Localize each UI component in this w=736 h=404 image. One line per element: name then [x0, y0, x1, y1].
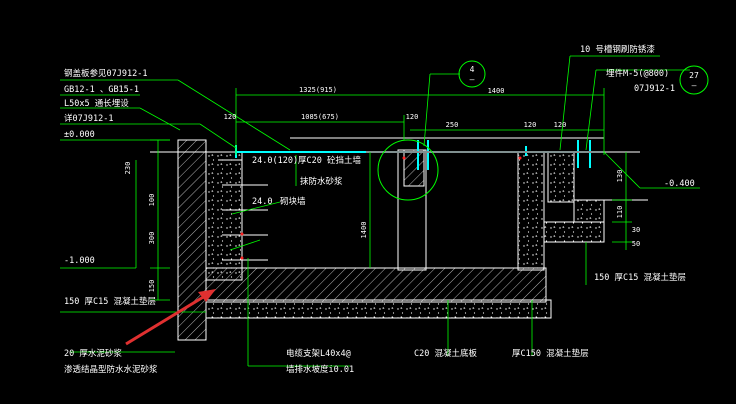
- left-concrete-wall: [205, 151, 243, 281]
- label-wall: 厚C20 砼挡土墙: [298, 155, 361, 166]
- label-drain: 墙排水坡度i0.01: [286, 364, 354, 375]
- callout-circle-4: [458, 60, 486, 88]
- label-cushion-right2: 150 厚C15 混凝土垫层: [594, 272, 686, 283]
- dim-300: 300: [148, 232, 156, 245]
- label-elev-right: -0.400: [664, 179, 695, 189]
- label-cushion-right: 厚C150 混凝土垫层: [512, 348, 589, 359]
- label-detail-ref: 详07J912-1: [64, 113, 113, 124]
- left-soil-wall: [177, 139, 207, 341]
- callout-4-sub: —: [470, 75, 475, 84]
- right-trench-slab: [573, 199, 605, 223]
- base-cushion: [205, 299, 552, 319]
- dim-100: 100: [148, 194, 156, 207]
- label-layer-mid: 24.0: [252, 197, 272, 207]
- dim-1325: 1325(915): [299, 86, 337, 94]
- dim-1400: 1400: [488, 87, 505, 95]
- dim-120d: 120: [554, 121, 567, 129]
- label-layer-brick: 砌块墙: [280, 196, 306, 207]
- dimensions: [135, 88, 632, 301]
- callout-27-number: 27: [689, 71, 699, 80]
- label-cushion-left: 150 厚C15 混凝土垫层: [64, 296, 156, 307]
- label-elev-low: -1.000: [64, 256, 95, 266]
- dim-1400v: 1400: [360, 222, 368, 239]
- right-concrete-wall: [517, 151, 545, 271]
- label-crystal: 渗透结晶型防水水泥砂浆: [64, 364, 158, 375]
- label-angle-steel: L50x5 通长埋设: [64, 98, 129, 109]
- label-elev-top: ±0.000: [64, 130, 95, 140]
- dim-30: 30: [632, 226, 640, 234]
- dim-120a: 120: [224, 113, 237, 121]
- text-labels: 钢盖板参见07J912-1 GB12-1 、GB15-1 L50x5 通长埋设 …: [64, 44, 695, 375]
- right-trench-wall: [547, 151, 575, 203]
- column-cap: [403, 149, 425, 187]
- label-base-slab: C20 混凝土底板: [414, 348, 477, 359]
- dim-230: 230: [124, 162, 132, 175]
- label-channel-steel: 10 号槽钢刷防锈漆: [580, 44, 655, 55]
- label-embedded-part: 埋件M-5(@800): [606, 68, 669, 79]
- red-markers: [240, 151, 604, 260]
- dim-250: 250: [446, 121, 459, 129]
- label-gb-refs: GB12-1 、GB15-1: [64, 85, 139, 95]
- label-plaster: 20 厚水泥砂浆: [64, 348, 122, 359]
- label-ref-right: 07J912-1: [634, 84, 675, 94]
- base-slab: [205, 267, 547, 303]
- label-layer-wall: 24.0(120): [252, 156, 298, 166]
- dimension-text: 1325(915) 1085(675) 120 120 1400 120 250…: [124, 86, 640, 292]
- callout-circle-27: [679, 65, 709, 95]
- dim-110: 110: [616, 206, 624, 219]
- dim-120b: 120: [406, 113, 419, 121]
- detail-callouts: [377, 60, 709, 201]
- label-cable: 电缆支架L40x4@: [286, 348, 351, 359]
- right-trench-floor: [543, 221, 605, 243]
- dim-1085: 1085(675): [301, 113, 339, 121]
- structure: [150, 139, 648, 341]
- detail-circle-column: [377, 139, 439, 201]
- dim-130: 130: [616, 170, 624, 183]
- callout-27-sub: —: [692, 81, 697, 90]
- dim-150: 150: [148, 280, 156, 293]
- callout-4-number: 4: [470, 65, 475, 74]
- annotation-arrow: [125, 289, 216, 346]
- label-waterproof: 抹防水砂浆: [300, 176, 343, 187]
- dim-120c: 120: [524, 121, 537, 129]
- callout-text: 4 — 27 —: [470, 65, 699, 90]
- leaders: [60, 55, 700, 367]
- label-rebar-detail: 钢盖板参见07J912-1: [64, 68, 147, 79]
- dim-50: 50: [632, 240, 640, 248]
